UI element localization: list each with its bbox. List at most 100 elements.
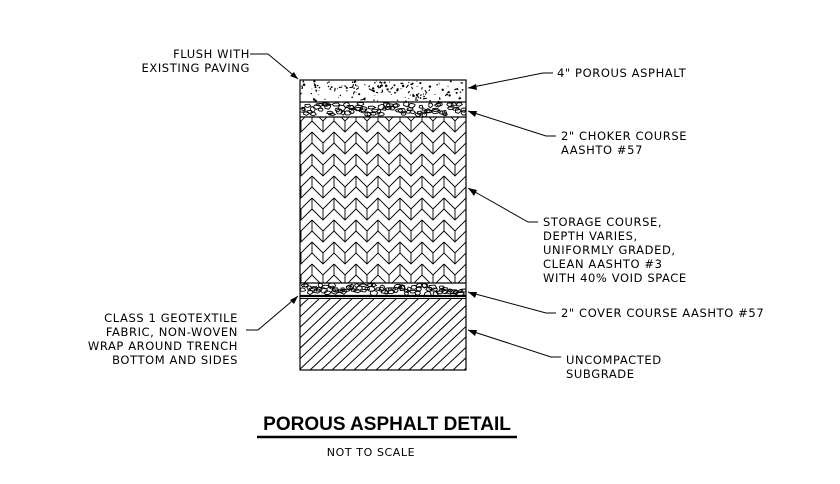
subgrade-hatch-line	[397, 304, 466, 370]
herringbone-stroke	[311, 175, 335, 188]
aggregate-stone	[323, 289, 332, 295]
asphalt-stipple	[314, 99, 317, 102]
asphalt-stipple	[446, 93, 449, 96]
asphalt-stipple	[346, 90, 348, 92]
leader-geotextile-arrow	[290, 296, 298, 304]
herringbone-stroke	[465, 253, 466, 254]
asphalt-stipple	[363, 97, 366, 101]
aggregate-stone	[303, 111, 311, 116]
callout-storage-line-4: CLEAN AASHTO #3	[543, 257, 663, 271]
asphalt-stipple	[380, 84, 383, 87]
asphalt-stipple	[428, 89, 431, 92]
herringbone-stroke	[443, 219, 466, 232]
aggregate-stone	[385, 103, 395, 108]
herringbone-stroke	[311, 274, 335, 283]
callout-storage-line-3: UNIFORMLY GRADED,	[543, 243, 676, 257]
subgrade-hatch-line	[331, 298, 409, 370]
subgrade-hatch-line	[300, 298, 310, 308]
asphalt-stipple	[301, 85, 304, 89]
asphalt-stipple	[460, 82, 464, 84]
asphalt-stipple	[372, 87, 375, 90]
aggregate-stone	[460, 288, 466, 294]
asphalt-stipple	[326, 82, 329, 84]
asphalt-stipple	[407, 90, 411, 94]
asphalt-stipple	[380, 82, 383, 84]
leader-subgrade	[467, 329, 561, 358]
callout-storage-line-5: WITH 40% VOID SPACE	[543, 271, 687, 285]
aggregate-stone	[456, 102, 463, 107]
aggregate-stone	[309, 111, 317, 117]
subgrade-hatch-line	[375, 298, 453, 370]
asphalt-stipple	[302, 80, 305, 83]
asphalt-stipple	[324, 98, 326, 100]
callout-asphalt-line-1: 4" POROUS ASPHALT	[557, 66, 687, 80]
herringbone-stroke	[465, 198, 466, 199]
herringbone-stroke	[303, 274, 313, 283]
aggregate-stone	[367, 105, 377, 110]
herringbone-stroke	[443, 197, 466, 210]
asphalt-stipple	[429, 99, 431, 102]
aggregate-stone	[433, 103, 442, 108]
herringbone-stroke	[300, 175, 313, 188]
asphalt-stipple	[436, 83, 438, 86]
aggregate-stone	[331, 102, 341, 107]
herringbone-stroke	[377, 197, 401, 210]
callout-storage: STORAGE COURSE, DEPTH VARIES, UNIFORMLY …	[543, 215, 687, 285]
herringbone-stroke	[355, 153, 379, 166]
asphalt-stipple	[411, 86, 414, 90]
leader-storage-arrow	[468, 188, 477, 196]
leader-asphalt	[467, 72, 553, 89]
subgrade-hatch-line	[300, 298, 376, 370]
herringbone-stroke	[466, 297, 488, 308]
asphalt-stipple	[386, 88, 389, 91]
callout-storage-line-2: DEPTH VARIES,	[543, 229, 638, 243]
callout-geotextile-line-1: CLASS 1 GEOTEXTILE	[104, 311, 238, 325]
aggregate-stone	[450, 102, 458, 107]
subgrade-hatch-line	[300, 298, 365, 360]
aggregate-stone	[403, 288, 411, 293]
herringbone-stroke	[399, 131, 423, 144]
subgrade-hatch-line	[364, 298, 442, 370]
asphalt-stipple	[318, 86, 321, 89]
asphalt-stipple	[300, 92, 302, 95]
asphalt-stipple	[368, 88, 373, 91]
callout-choker-line-1: 2" CHOKER COURSE	[561, 129, 687, 143]
aggregate-stone	[405, 109, 411, 114]
herringbone-stroke	[465, 209, 466, 210]
aggregate-stone	[366, 283, 374, 288]
herringbone-stroke	[300, 241, 313, 254]
aggregate-stone	[410, 284, 418, 290]
herringbone-stroke	[355, 274, 379, 283]
callout-subgrade-line-2: SUBGRADE	[566, 367, 635, 381]
leader-storage	[467, 187, 538, 223]
asphalt-stipple	[314, 84, 317, 87]
callout-storage-line-1: STORAGE COURSE,	[543, 215, 662, 229]
asphalt-stipple	[423, 95, 425, 98]
subgrade-hatch-line	[473, 296, 553, 372]
herringbone-stroke	[465, 242, 466, 243]
asphalt-stipple	[374, 95, 376, 96]
asphalt-stipple	[379, 81, 382, 84]
aggregate-stone	[460, 107, 466, 113]
asphalt-stipple	[421, 86, 423, 90]
herringbone-stroke	[399, 241, 423, 254]
herringbone-stroke	[465, 231, 466, 232]
asphalt-stipple	[419, 97, 422, 99]
herringbone-stroke	[333, 219, 357, 232]
asphalt-stipple	[339, 94, 342, 97]
herringbone-stroke	[377, 131, 401, 144]
aggregate-stone	[312, 104, 322, 110]
herringbone-stroke	[465, 132, 466, 133]
aggregate-stone	[435, 102, 443, 107]
callout-cover-line-1: 2" COVER COURSE AASHTO #57	[561, 306, 764, 320]
herringbone-stroke	[311, 263, 335, 276]
asphalt-stipple	[358, 93, 361, 96]
herringbone-stroke	[355, 219, 379, 232]
asphalt-stipple	[345, 86, 348, 89]
herringbone-stroke	[377, 263, 401, 276]
subgrade-hatch-line	[452, 357, 466, 370]
aggregate-stone	[358, 283, 369, 288]
asphalt-stipple	[416, 99, 418, 101]
asphalt-stipple	[327, 85, 330, 88]
